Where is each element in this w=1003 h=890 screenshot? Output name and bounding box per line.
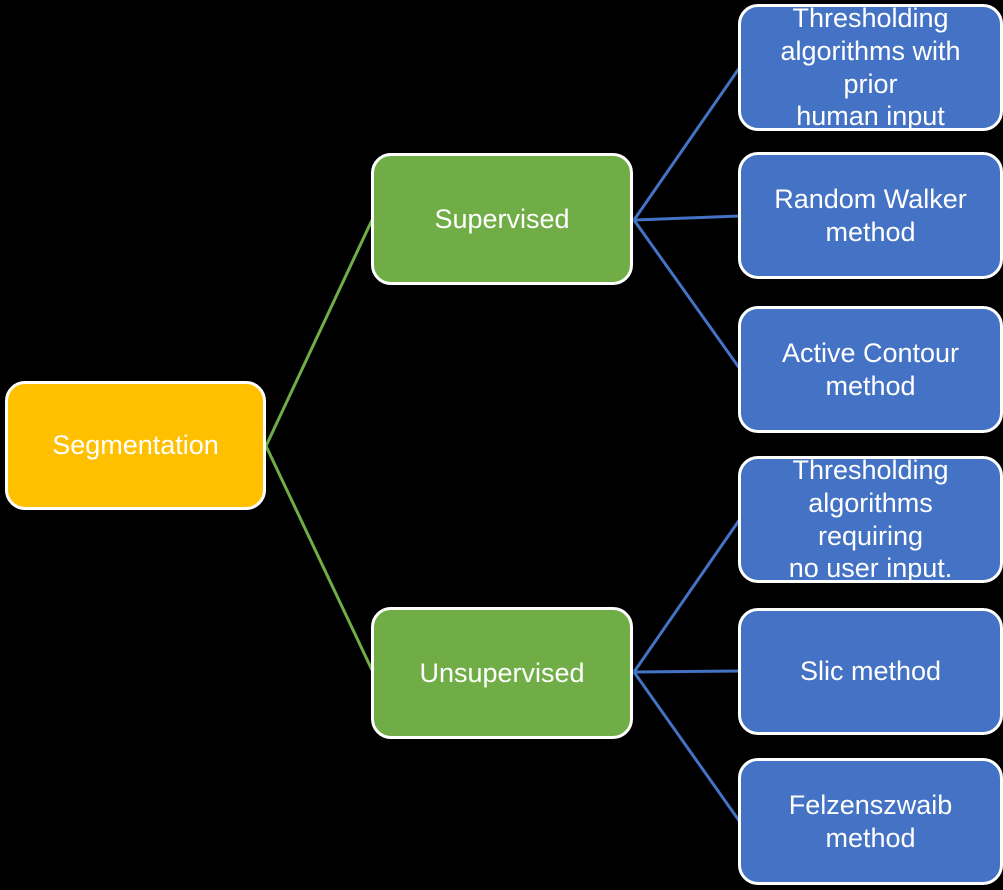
node-unsupervised-label: Unsupervised	[419, 657, 585, 688]
node-thresholding-prior-label: Thresholding algorithms with prior human…	[780, 2, 961, 132]
node-segmentation: Segmentation	[5, 381, 266, 510]
node-slic-method: Slic method	[738, 608, 1003, 735]
connector-supervised-active-contour	[632, 219, 742, 370]
node-slic-label: Slic method	[799, 656, 942, 687]
node-thresholding-prior-human-input: Thresholding algorithms with prior human…	[738, 2, 1003, 132]
connector-segmentation-supervised	[264, 219, 374, 447]
node-random-walker-method: Random Walker method	[738, 152, 1003, 279]
node-random-walker-label: Random Walker method	[774, 183, 967, 247]
node-active-contour-method: Active Contour method	[738, 306, 1003, 433]
node-felzenszwaib-label: Felzenszwaib method	[788, 789, 953, 853]
node-felzenszwaib-method: Felzenszwaib method	[738, 758, 1003, 885]
node-thresholding-no-input-label: Thresholding algorithms requiring no use…	[788, 454, 953, 584]
node-supervised-label: Supervised	[434, 203, 570, 234]
node-active-contour-label: Active Contour method	[781, 337, 960, 401]
connector-supervised-random-walker	[633, 214, 741, 222]
connector-unsupervised-thresholding-no-input	[632, 518, 742, 673]
connector-unsupervised-felzenszwaib	[632, 671, 742, 823]
node-segmentation-label: Segmentation	[52, 430, 219, 461]
connector-unsupervised-slic	[633, 669, 741, 674]
connector-segmentation-unsupervised	[264, 445, 374, 671]
node-unsupervised: Unsupervised	[371, 607, 633, 739]
node-supervised: Supervised	[371, 153, 633, 285]
connector-supervised-thresholding-prior	[632, 66, 742, 221]
node-thresholding-no-user-input: Thresholding algorithms requiring no use…	[738, 454, 1003, 584]
